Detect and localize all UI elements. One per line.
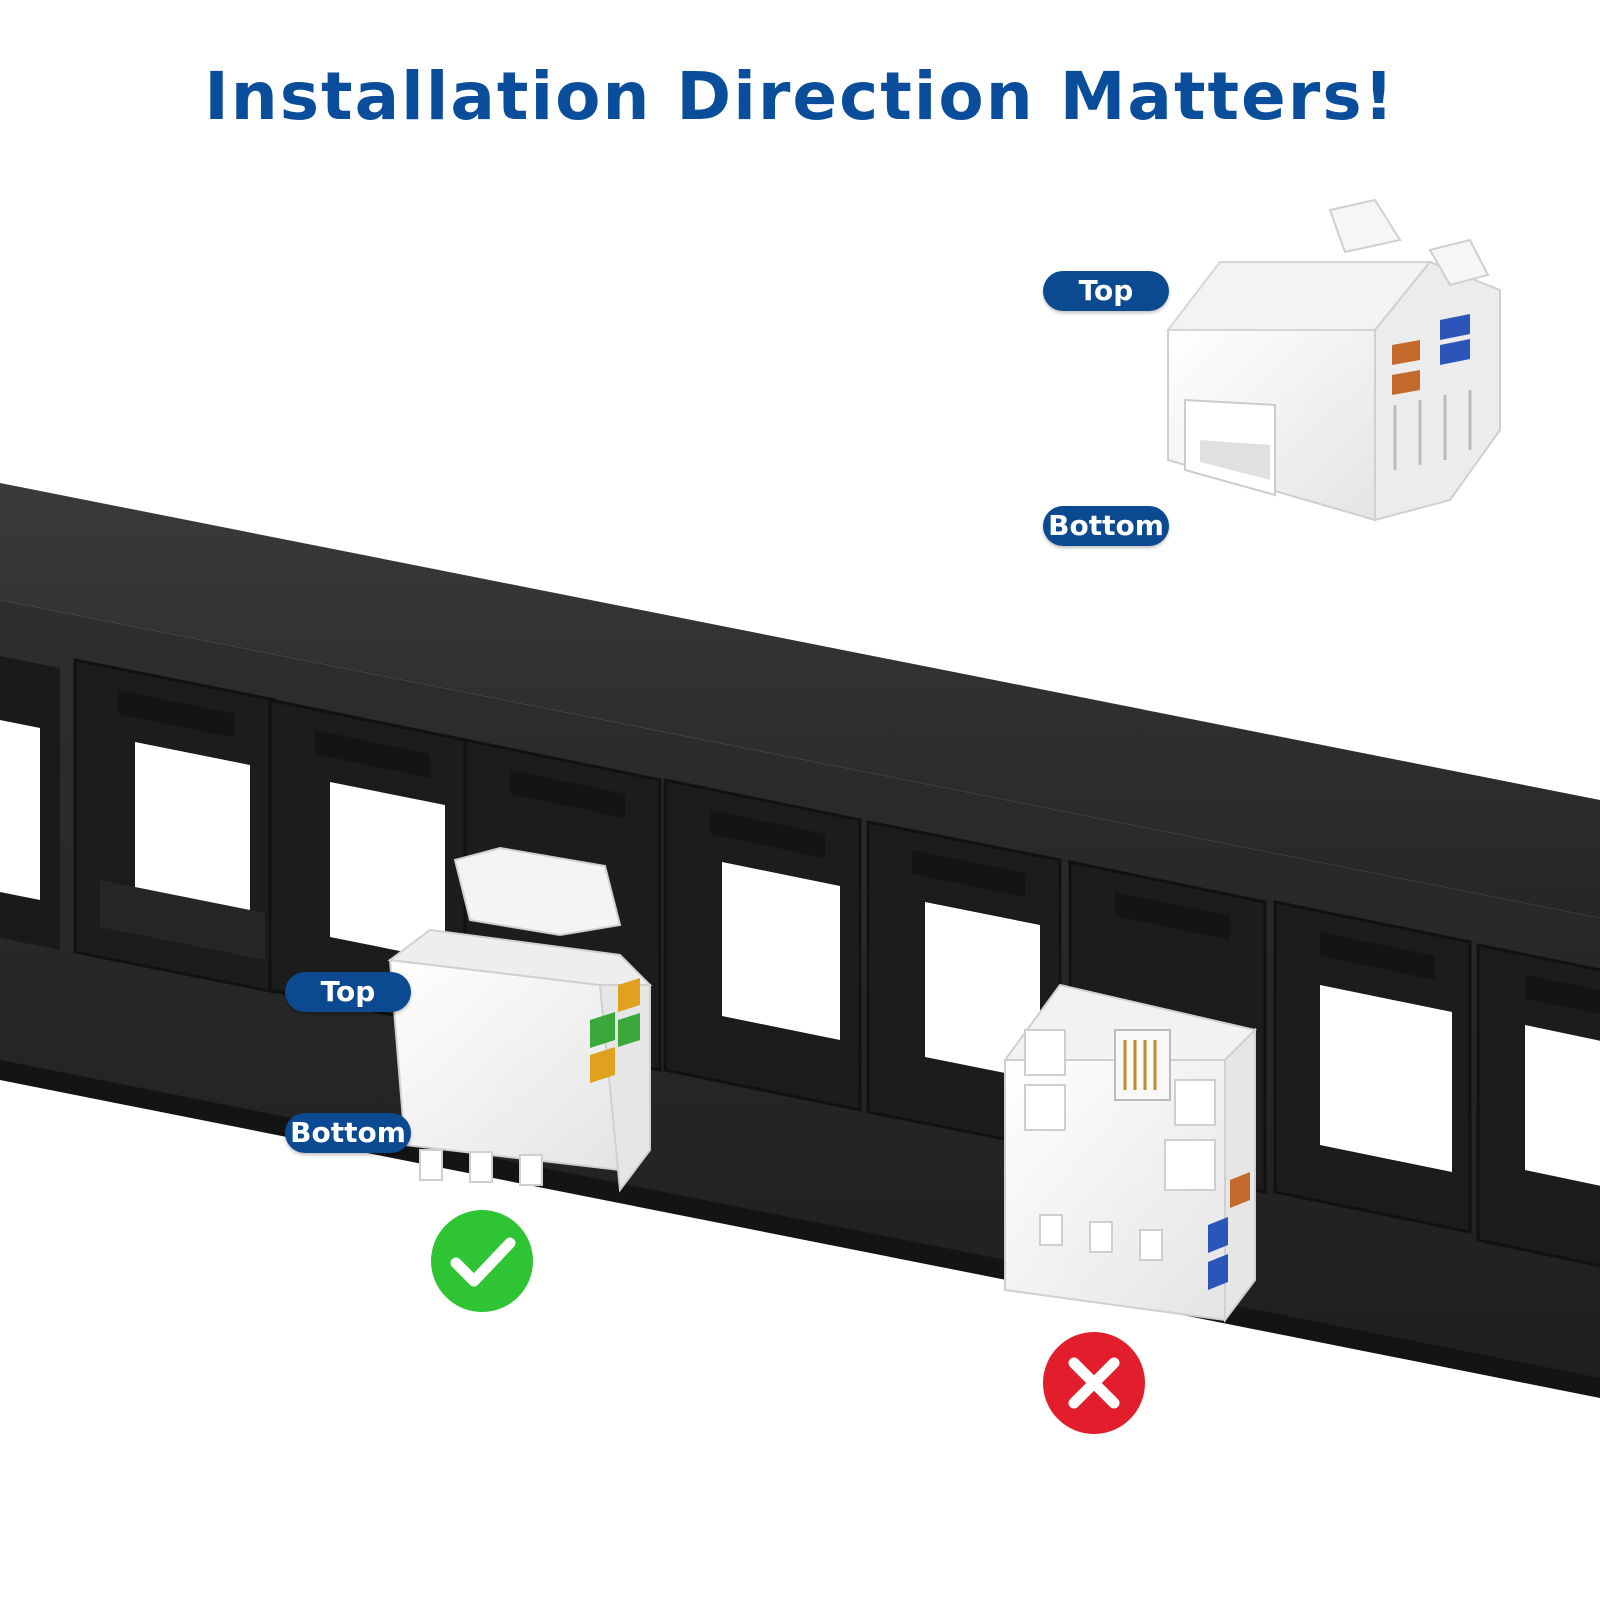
keystone-slot [0, 656, 60, 950]
keystone-slot [1476, 943, 1600, 1268]
reference-top-label: Top [1043, 271, 1169, 311]
correct-bottom-label: Bottom [285, 1113, 411, 1153]
correct-jack-color-code [590, 978, 640, 1083]
incorrect-jack-color-code [1208, 1172, 1250, 1290]
correct-keystone-jack [387, 846, 653, 1193]
keystone-slots [0, 656, 1600, 1268]
incorrect-jack-contact-block [1114, 1029, 1171, 1101]
panel-top-surface [0, 483, 1600, 918]
incorrect-jack-idc-towers [1024, 1029, 1216, 1191]
reference-pins [1393, 390, 1472, 470]
keystone-slot [663, 778, 862, 1112]
correct-jack-teeth [419, 1149, 543, 1186]
reference-color-code [1392, 314, 1470, 395]
incorrect-jack-teeth [1039, 1214, 1163, 1261]
correct-top-label: Top [285, 972, 411, 1012]
check-icon [431, 1210, 533, 1312]
keystone-slot [73, 658, 277, 994]
incorrect-keystone-jack [1003, 983, 1257, 1323]
incorrect-jack-contacts [1123, 1040, 1157, 1090]
cross-icon [1043, 1332, 1145, 1434]
keystone-slot [1273, 900, 1472, 1234]
reference-bottom-label: Bottom [1043, 506, 1169, 546]
page-title: Installation Direction Matters! [204, 58, 1396, 135]
reference-keystone-jack [1165, 198, 1501, 522]
